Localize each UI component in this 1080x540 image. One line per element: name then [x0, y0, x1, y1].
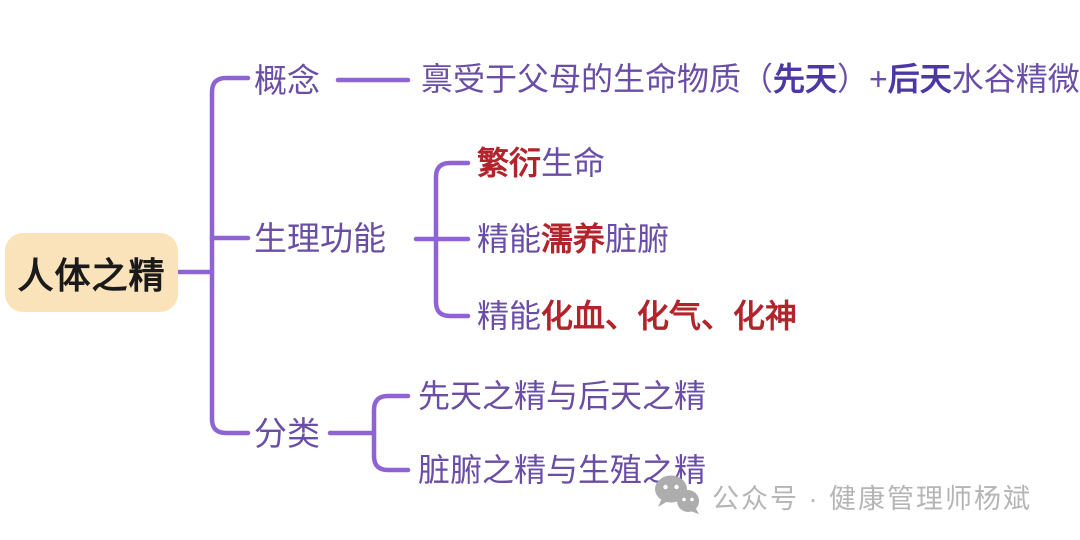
- branch-label-functions: 生理功能: [254, 220, 386, 257]
- node-function-transform: 精能化血、化气、化神: [477, 300, 797, 332]
- function-part: 精能: [477, 298, 542, 334]
- node-classification-innate: 先天之精与后天之精: [418, 378, 707, 414]
- concept-part: 禀受于父母的生命物质（: [421, 61, 774, 97]
- wechat-icon: [654, 474, 702, 518]
- watermark: 公众号 · 健康管理师杨斌: [654, 474, 1032, 518]
- node-classification-organ: 脏腑之精与生殖之精: [418, 452, 707, 488]
- branch-label-classification: 分类: [254, 415, 320, 452]
- concept-part: ）+: [837, 61, 888, 97]
- function-part: 精能: [477, 221, 542, 257]
- function-part: 脏腑: [605, 221, 670, 257]
- watermark-text: 公众号 · 健康管理师杨斌: [712, 483, 1032, 514]
- edge-trunk: [209, 75, 251, 436]
- node-function-reproduce: 繁衍生命: [477, 147, 605, 179]
- root-node: 人体之精: [5, 233, 178, 312]
- function-part-emphasis: 繁衍: [477, 145, 542, 181]
- node-function-nourish: 精能濡养脏腑: [477, 223, 669, 255]
- edge-classification-trunk: [371, 393, 411, 473]
- function-part-emphasis: 濡养: [541, 221, 606, 257]
- concept-part: 水谷精微: [951, 61, 1080, 97]
- function-part-emphasis: 化血、化气、化神: [541, 298, 798, 334]
- concept-part-houtian: 后天: [887, 61, 952, 97]
- node-concept-content: 禀受于父母的生命物质（先天）+后天水谷精微: [421, 63, 1080, 95]
- function-part: 生命: [541, 145, 606, 181]
- branch-label-concept: 概念: [254, 62, 320, 99]
- concept-part-xiantian: 先天: [773, 61, 838, 97]
